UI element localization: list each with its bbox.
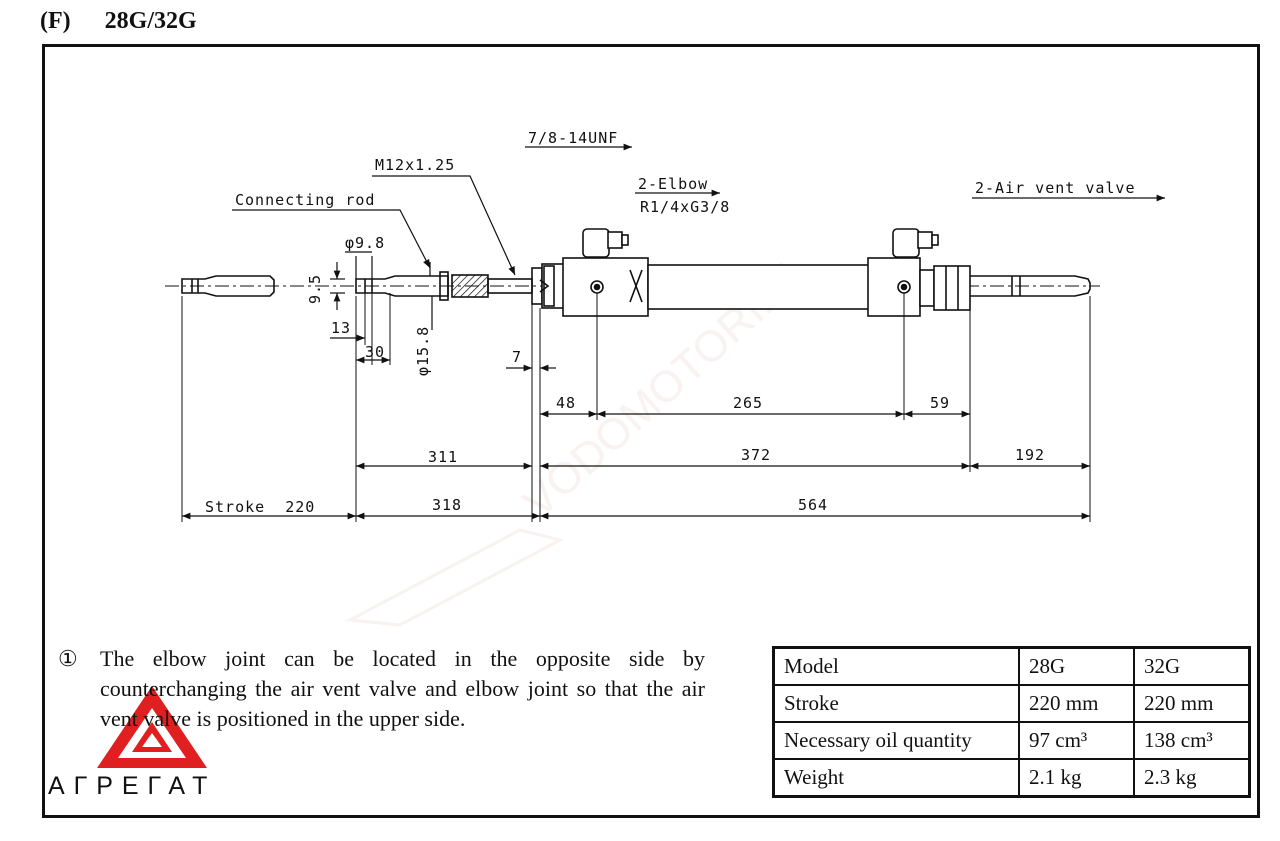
dim-13-label: 13 (331, 319, 351, 337)
section-label: (F) (40, 8, 71, 34)
piston-rod (451, 263, 565, 309)
table-row: Weight 2.1 kg 2.3 kg (772, 758, 1251, 798)
header-32g: 32G (1133, 646, 1251, 686)
rod-thread-label: M12x1.25 (375, 156, 455, 174)
dim-48-label: 48 (556, 394, 576, 412)
cell-32g: 138 cm³ (1133, 721, 1251, 760)
diameter-9-8-label: φ9.8 (345, 234, 385, 252)
page-heading: (F) 28G/32G (40, 8, 197, 35)
table-row: Stroke 220 mm 220 mm (772, 684, 1251, 723)
diameter-15-8-label: φ15.8 (414, 326, 432, 376)
watermark-boat-shape (344, 528, 565, 627)
dim-30-label: 30 (365, 343, 385, 361)
cell-32g: 220 mm (1133, 684, 1251, 723)
agregat-logo-mark (97, 686, 207, 768)
dim-311-label: 311 (428, 448, 458, 466)
table-row: Model 28G 32G (772, 646, 1251, 686)
elbow-label: 2-Elbow (638, 175, 708, 193)
air-vent-label: 2-Air vent valve (975, 179, 1136, 197)
left-rod-end (181, 275, 275, 297)
cell-28g: 220 mm (1018, 684, 1135, 723)
spec-table: Model 28G 32G Stroke 220 mm 220 mm Neces… (772, 646, 1251, 798)
cylinder-body (647, 264, 871, 310)
air-vent-valve (892, 228, 939, 258)
cylinder-head-block (562, 257, 649, 317)
agregat-logo-text: АГРЕГАТ (48, 772, 217, 800)
cell-28g: 2.1 kg (1018, 758, 1135, 798)
dim-192-label: 192 (1015, 446, 1045, 464)
dim-7-label: 7 (512, 348, 522, 366)
thread-label: 7/8-14UNF (528, 129, 618, 147)
cell-28g: 97 cm³ (1018, 721, 1135, 760)
dimension-lines (182, 251, 1091, 520)
header-28g: 28G (1018, 646, 1135, 686)
header-model: Model (772, 646, 1020, 686)
drawing-frame (42, 44, 1260, 818)
right-rod (970, 275, 1091, 297)
table-row: Necessary oil quantity 97 cm³ 138 cm³ (772, 721, 1251, 760)
model-title: 28G/32G (104, 8, 197, 34)
dim-9-5-label: 9.5 (306, 274, 324, 304)
dim-564-label: 564 (798, 496, 828, 514)
extension-lines (181, 258, 1091, 522)
row-label: Weight (772, 758, 1020, 798)
dim-318-label: 318 (432, 496, 462, 514)
dim-59-label: 59 (930, 394, 950, 412)
row-label: Necessary oil quantity (772, 721, 1020, 760)
cell-32g: 2.3 kg (1133, 758, 1251, 798)
elbow-spec-label: R1/4xG3/8 (640, 198, 730, 216)
dim-265-label: 265 (733, 394, 763, 412)
rear-block (867, 257, 971, 317)
note-text: The elbow joint can be located in the op… (100, 646, 705, 731)
dim-372-label: 372 (741, 446, 771, 464)
elbow-fitting (582, 228, 629, 258)
row-label: Stroke (772, 684, 1020, 723)
stroke-label: Stroke 220 (205, 498, 315, 516)
note-marker: ① (58, 646, 78, 671)
connecting-rod-label: Connecting rod (235, 191, 375, 209)
leader-lines (232, 143, 1166, 276)
drawing-labels: 7/8-14UNF M12x1.25 Connecting rod 2-Elbo… (205, 129, 1136, 516)
